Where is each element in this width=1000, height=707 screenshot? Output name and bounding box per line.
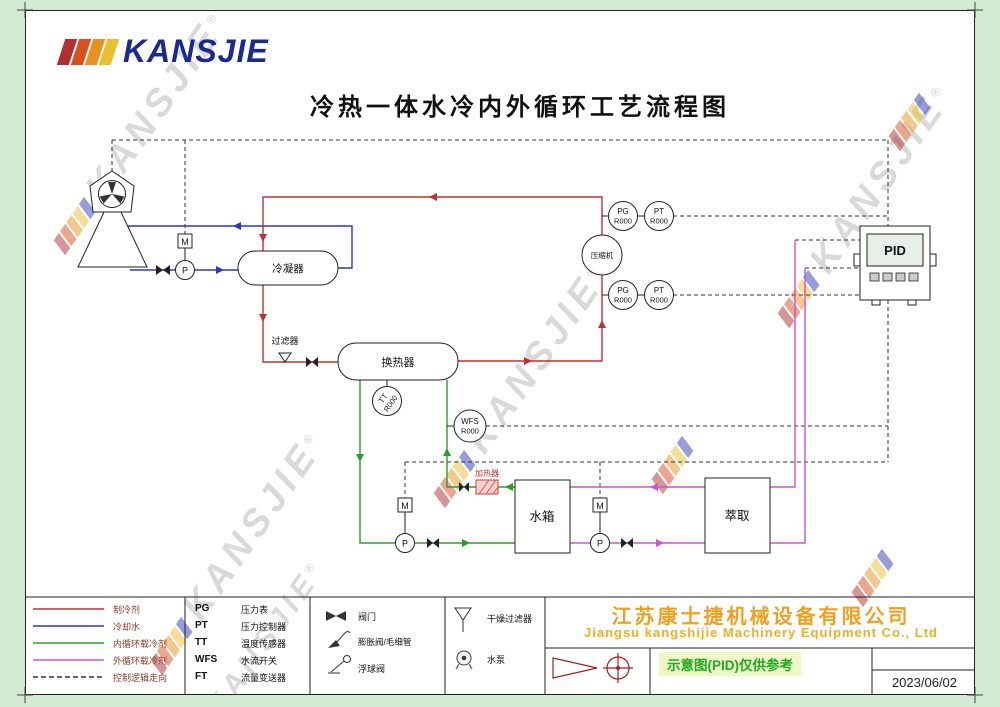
brand-stripes-icon <box>432 449 477 509</box>
brand-stripes-icon <box>776 269 821 329</box>
legend-abbr: PT <box>195 620 208 631</box>
brand-stripes-icon <box>52 196 97 256</box>
legend-abbr-label: 温度传感器 <box>241 639 287 649</box>
legend-line-label: 制冷剂 <box>113 605 141 615</box>
legend-abbr-label: 压力表 <box>241 605 269 615</box>
brand-stripes-icon <box>850 548 895 608</box>
page-title: 冷热一体水冷内外循环工艺流程图 <box>310 94 730 121</box>
legend-abbr-label: 压力控制器 <box>241 622 287 632</box>
legend-symbol-label: 膨胀阀/毛细管 <box>358 637 412 647</box>
watermark: KANSJIE® <box>138 422 336 680</box>
brand-name: KANSJIE <box>123 33 269 69</box>
company-name-cn: 江苏康士捷机械设备有限公司 <box>611 606 911 628</box>
legend-abbr: FT <box>195 671 208 682</box>
legend-abbr-label: 水流开关 <box>241 656 278 666</box>
drawing-sheet: KANSJIE® KANSJIE® KANSJIE® KANSJIE® KANS… <box>25 10 975 695</box>
legend-symbol-label: 干燥过滤器 <box>487 614 533 624</box>
legend-symbol-label: 浮球阀 <box>358 664 386 674</box>
reference-note: 示意图(PID)仅供参考 <box>659 652 801 676</box>
brand-logo: KANSJIE <box>56 33 269 70</box>
brand-stripes-icon <box>650 435 695 495</box>
legend-abbr: WFS <box>195 654 218 665</box>
legend-line-label: 冷却水 <box>113 622 141 632</box>
brand-stripes-icon <box>56 38 120 65</box>
legend-line-label: 控制逻辑走向 <box>113 673 168 683</box>
company-name-en: Jiangsu kangshijie Machinery Equipment C… <box>584 625 938 640</box>
legend-line-label: 内循环载冷剂 <box>113 639 168 649</box>
drawing-date: 2023/06/02 <box>891 675 958 690</box>
watermark: KANSJIE® <box>421 255 619 513</box>
legend-abbr: TT <box>195 637 208 648</box>
legend-symbol-label: 阀门 <box>358 612 377 622</box>
legend-abbr-label: 流量变送器 <box>241 673 287 683</box>
legend-abbr: PG <box>195 603 210 614</box>
legend-symbol-label: 水泵 <box>487 655 506 665</box>
legend-line-label: 外循环载冷剂 <box>113 656 168 666</box>
